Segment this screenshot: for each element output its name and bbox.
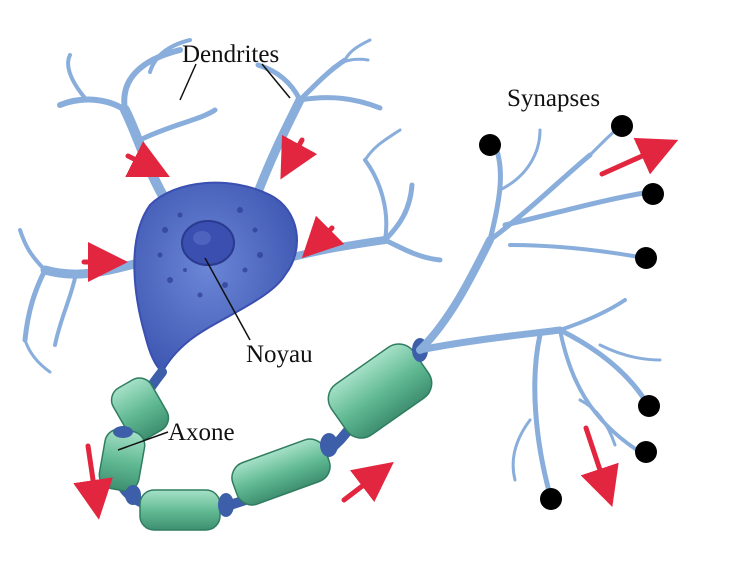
arrow (602, 148, 660, 174)
arrow (344, 474, 378, 500)
synapse-dot (635, 441, 657, 463)
synapse-dot (540, 488, 562, 510)
label-noyau: Noyau (246, 341, 313, 368)
arrow (88, 446, 96, 500)
synapse-dot (638, 395, 660, 417)
label-axone: Axone (168, 419, 235, 446)
axon-terminals (420, 125, 660, 495)
synapse-dot (642, 183, 664, 205)
arrow (316, 228, 332, 244)
synapse-dot (611, 115, 633, 137)
label-dendrites: Dendrites (182, 41, 279, 68)
label-synapses: Synapses (507, 85, 600, 112)
arrow (586, 428, 606, 488)
synapse-dot (635, 247, 657, 269)
synapse-dot (479, 134, 501, 156)
arrow (290, 140, 302, 162)
